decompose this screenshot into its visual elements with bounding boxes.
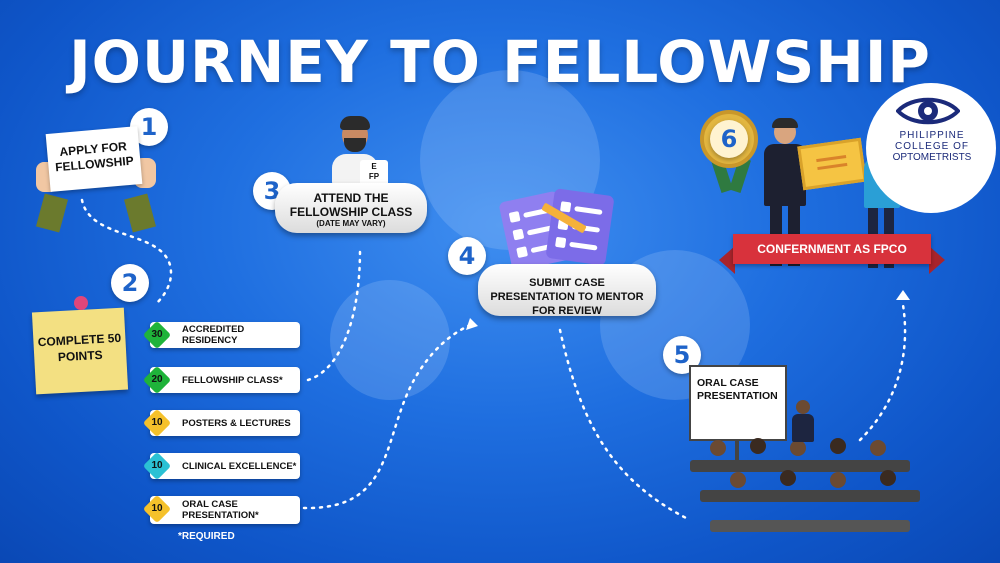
points-value: 10 [151,503,163,514]
points-value: 10 [151,460,163,471]
points-label: ORAL CASE PRESENTATION* [182,499,259,521]
board-stand [735,440,739,460]
eye-icon [896,97,960,125]
presenter-figure [792,400,814,444]
date-note: (DATE MAY VARY) [316,219,386,228]
logo-line-3: OPTOMETRISTS [892,152,972,163]
step-5-number: 5 [663,336,701,374]
points-row: 10 ORAL CASE PRESENTATION* [142,494,300,524]
points-label: ACCREDITED RESIDENCY [182,324,245,346]
page-title: JOURNEY TO FELLOWSHIP [69,28,931,96]
points-label: POSTERS & LECTURES [182,417,291,429]
logo-line-2: COLLEGE OF [895,141,969,152]
points-value: 10 [151,417,163,428]
required-note: *REQUIRED [178,531,235,542]
points-label: CLINICAL EXCELLENCE* [182,460,297,472]
pushpin-icon [74,296,88,310]
points-sticky-note: COMPLETE 50 POINTS [31,307,129,395]
submit-case-pill: SUBMIT CASE PRESENTATION TO MENTOR FOR R… [478,264,656,317]
confernment-banner: CONFERNMENT AS FPCO [733,234,931,264]
banner-tail-left [719,246,735,274]
background-lens [330,280,450,400]
presentation-board: ORAL CASE PRESENTATION [689,365,787,441]
points-value: 30 [151,329,163,340]
step-6-number: 6 [710,120,748,158]
points-row: 10 CLINICAL EXCELLENCE* [142,451,300,481]
certificate-icon [797,137,867,191]
step-4-number: 4 [448,237,486,275]
points-label: FELLOWSHIP CLASS* [182,374,283,386]
points-value: 20 [151,374,163,385]
teacher-avatar-icon [330,114,380,186]
attend-class-pill: ATTEND THE FELLOWSHIP CLASS (DATE MAY VA… [275,183,427,233]
banner-tail-right [929,246,945,274]
step-2-number: 2 [111,264,149,302]
points-row: 10 POSTERS & LECTURES [142,408,300,438]
apply-sign: APPLY FOR FELLOWSHIP [45,126,143,192]
attend-class-label: ATTEND THE FELLOWSHIP CLASS [289,191,413,219]
points-row: 20 FELLOWSHIP CLASS* [142,365,300,395]
logo-line-1: PHILIPPINE [899,130,965,141]
points-row: 30 ACCREDITED RESIDENCY [142,320,300,350]
logo-text: PHILIPPINE COLLEGE OF OPTOMETRISTS [876,130,988,163]
classroom-illustration [690,430,920,550]
